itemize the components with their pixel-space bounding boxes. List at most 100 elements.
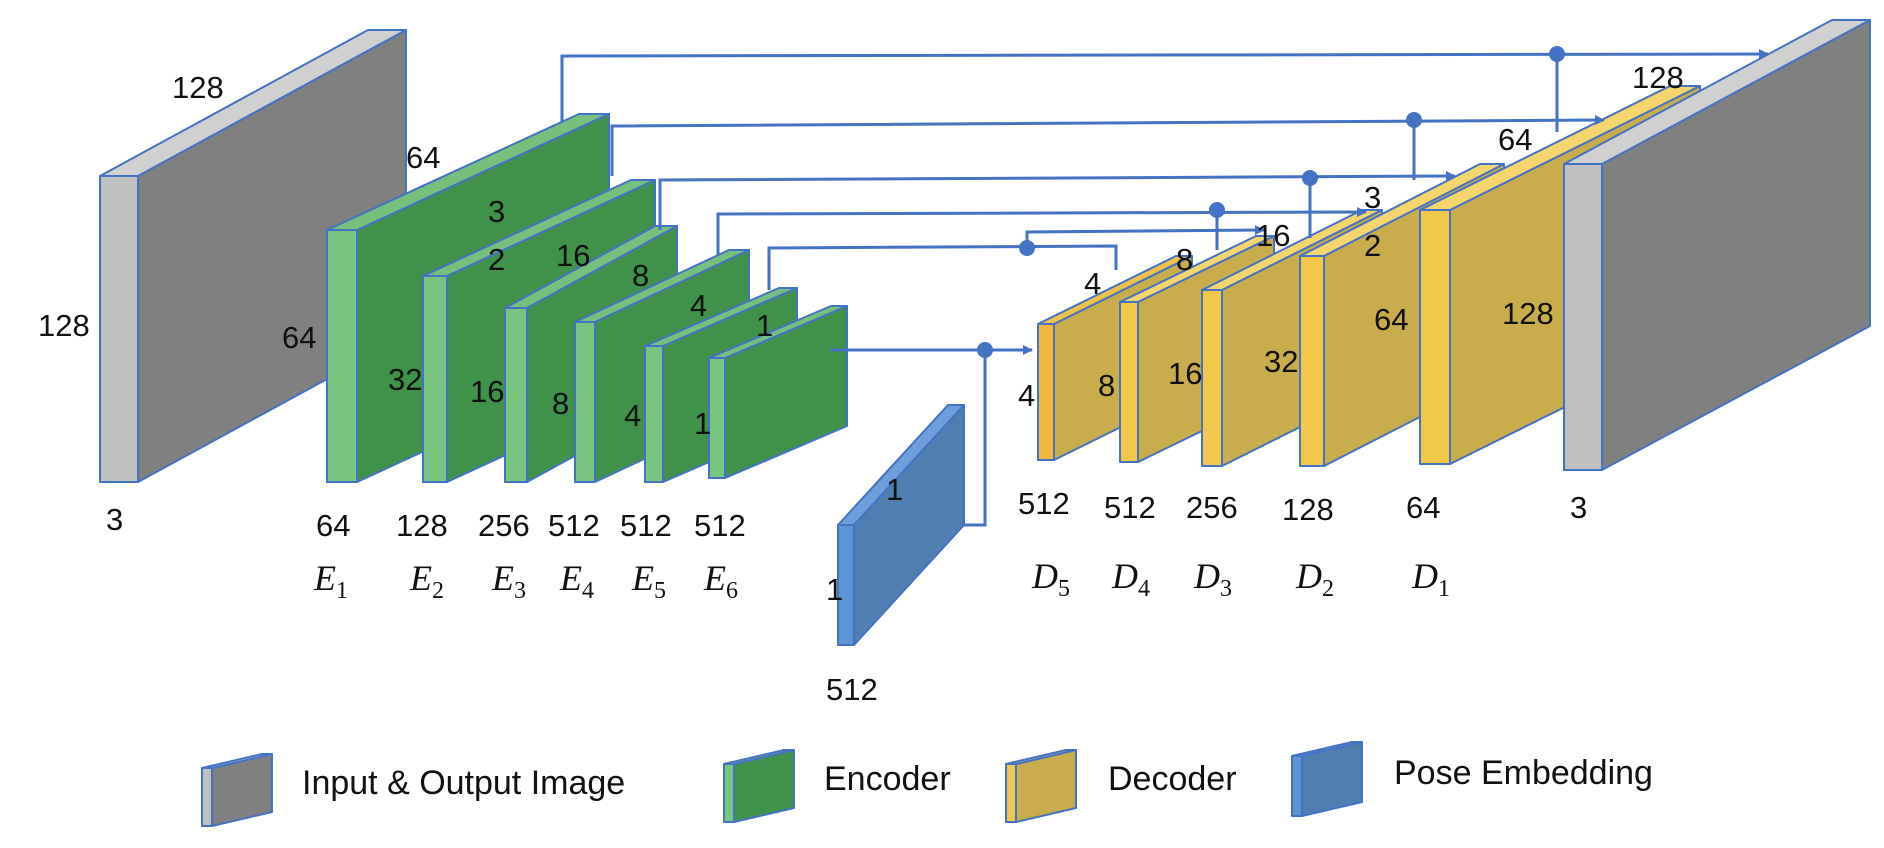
skip-connection-e3-d2	[658, 171, 1456, 230]
e2-name: E2	[409, 558, 444, 604]
d3-channels-label: 256	[1186, 490, 1238, 525]
input-channels-label: 3	[106, 502, 123, 537]
legend-label-decoder: Decoder	[1108, 760, 1237, 798]
pose-block-side-face	[853, 404, 965, 646]
legend-icon-image-front-face	[201, 767, 213, 827]
input-image-block-front-face	[99, 175, 139, 483]
d3-height-label: 16	[1168, 356, 1202, 391]
d5-name: D5	[1031, 556, 1070, 602]
pose-block	[837, 404, 965, 646]
junction-dot	[1302, 170, 1318, 186]
pose-block-front-face	[837, 524, 855, 646]
encoder-block-e1-front-face	[326, 229, 358, 483]
e5-channels-label: 512	[620, 508, 672, 543]
skip-connection-e4-d3	[716, 207, 1367, 256]
d2-name: D2	[1295, 556, 1334, 602]
blocks-layer	[99, 19, 1871, 646]
e2-height-label: 32	[388, 362, 422, 397]
d4-depth-label: 8	[1176, 242, 1193, 277]
output-image-block-front-face	[1563, 163, 1603, 471]
e5-name: E5	[631, 558, 666, 604]
dimension-labels: 128 128 3 64 64 3 2 32 16 16 8 8 4 4 1 1…	[38, 60, 1684, 707]
e6-channels-label: 512	[694, 508, 746, 543]
skip-connection-e1-output	[560, 49, 1769, 122]
d1-channels-label: 64	[1406, 490, 1440, 525]
d1-inner-label: 128	[1502, 296, 1554, 331]
e4-name: E4	[559, 558, 594, 604]
junction-dots	[977, 46, 1565, 358]
d1-depth-label: 64	[1498, 122, 1532, 157]
encoder-block-e3-front-face	[504, 307, 528, 483]
d1-height-label: 64	[1374, 302, 1408, 337]
e2-extra-label: 2	[488, 242, 505, 277]
junction-dot	[1549, 46, 1565, 62]
legend-label-pose: Pose Embedding	[1394, 754, 1653, 792]
pose-height-label: 1	[826, 572, 843, 607]
d4-name: D4	[1111, 556, 1150, 602]
encoder-block-e4-front-face	[574, 321, 596, 483]
pose-depth-label: 1	[886, 472, 903, 507]
e6-height-label: 1	[694, 406, 711, 441]
encoder-block-e6-front-face	[708, 357, 726, 479]
junction-dot	[977, 342, 993, 358]
d5-depth-label: 4	[1084, 266, 1101, 301]
legend-icon-pose	[1291, 741, 1363, 817]
e6-depth-label: 1	[756, 308, 773, 343]
legend-label-image: Input & Output Image	[302, 764, 625, 802]
legend: Input & Output Image Encoder Decoder Pos…	[201, 741, 1653, 827]
output-channels-label: 3	[1570, 490, 1587, 525]
e3-height-label: 16	[470, 374, 504, 409]
output-image-block	[1563, 19, 1871, 471]
block-names: E1 E2 E3 E4 E5 E6 D5 D4 D3 D2 D1	[313, 556, 1450, 604]
e4-depth-label: 8	[632, 258, 649, 293]
decoder-block-d2-front-face	[1299, 255, 1325, 467]
e1-depth-label: 64	[406, 140, 440, 175]
legend-icon-image	[201, 753, 273, 827]
d4-channels-label: 512	[1104, 490, 1156, 525]
skip-connections	[560, 49, 1769, 527]
decoder-block-d5-front-face	[1037, 323, 1055, 461]
legend-icon-encoder	[723, 749, 795, 823]
input-top-label: 128	[172, 70, 224, 105]
legend-icon-decoder	[1005, 749, 1077, 823]
encoder-block-e2-front-face	[422, 275, 448, 483]
e2-channels-label: 128	[396, 508, 448, 543]
legend-icon-encoder-front-face	[723, 763, 735, 823]
d3-name: D3	[1193, 556, 1232, 602]
input-side-label: 128	[38, 308, 90, 343]
d4-height-label: 8	[1098, 368, 1115, 403]
decoder-block-d4-front-face	[1119, 301, 1139, 463]
d5-height-label: 4	[1018, 378, 1035, 413]
d3-depth-label: 16	[1256, 218, 1290, 253]
e3-name: E3	[491, 558, 526, 604]
junction-dot	[1019, 240, 1035, 256]
output-top-label: 128	[1632, 60, 1684, 95]
d2-depth-label: 3	[1364, 180, 1381, 215]
e5-height-label: 4	[624, 398, 641, 433]
skip-connection-e5-d4	[767, 244, 1118, 290]
junction-dot	[1209, 202, 1225, 218]
e3-channels-label: 256	[478, 508, 530, 543]
e4-channels-label: 512	[548, 508, 600, 543]
legend-icon-pose-front-face	[1291, 755, 1303, 817]
encoder-block-e6	[708, 305, 848, 479]
d5-channels-label: 512	[1018, 486, 1070, 521]
channel-labels: 64 128 256 512 512 512 512 512 256 128 6…	[316, 486, 1440, 543]
encoder-block-e5-front-face	[644, 345, 664, 483]
pose-to-d5-connection	[962, 350, 987, 527]
d2-height-label: 32	[1264, 344, 1298, 379]
d2-channels-label: 128	[1282, 492, 1334, 527]
e3-depth-label: 16	[556, 238, 590, 273]
e5-depth-label: 4	[690, 288, 707, 323]
d1-name: D1	[1411, 556, 1450, 602]
e4-height-label: 8	[552, 386, 569, 421]
pose-channels-label: 512	[826, 672, 878, 707]
legend-label-encoder: Encoder	[824, 760, 951, 798]
e6-name: E6	[703, 558, 738, 604]
d2-extra-label: 2	[1364, 228, 1381, 263]
legend-icons	[201, 741, 1363, 827]
legend-icon-decoder-front-face	[1005, 763, 1017, 823]
junction-dot	[1406, 112, 1422, 128]
e1-name: E1	[313, 558, 348, 604]
